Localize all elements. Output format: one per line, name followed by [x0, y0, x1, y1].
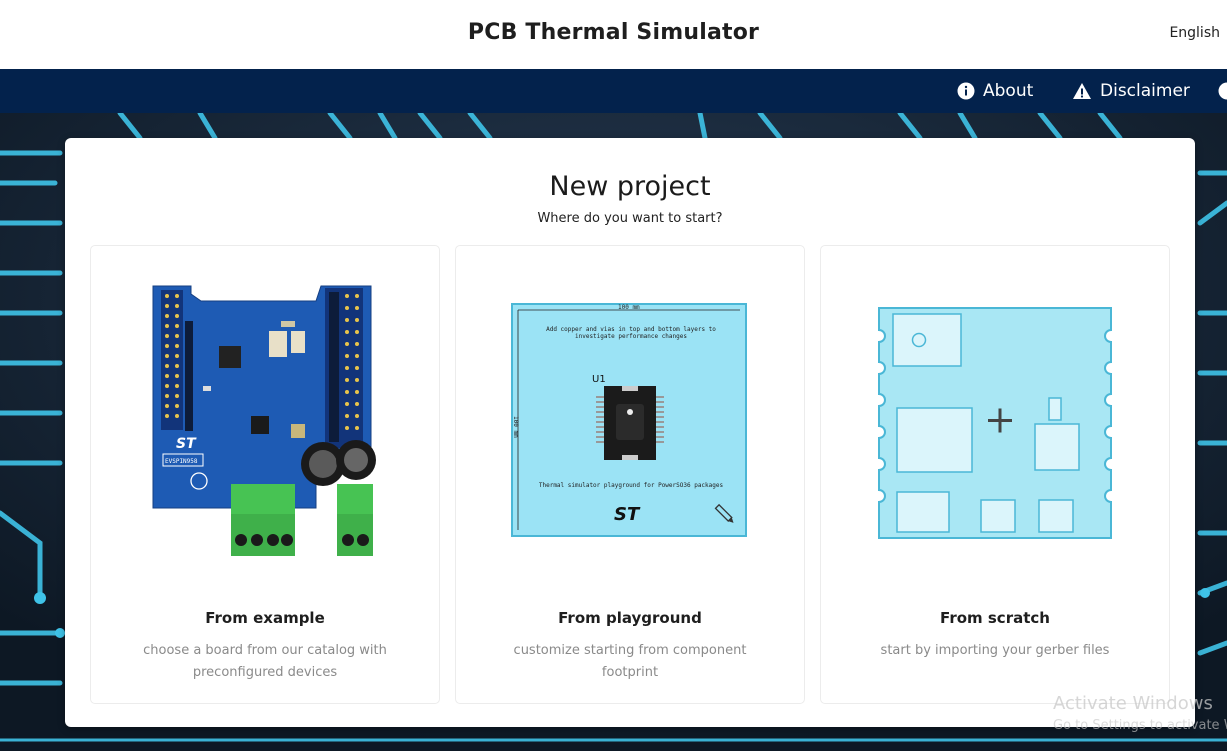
playground-width-label: 100 mm: [618, 304, 640, 311]
playground-note: Add copper and vias in top and bottom la…: [546, 326, 716, 340]
pencil-icon: [714, 503, 734, 523]
activate-windows-watermark: Activate Windows: [1053, 693, 1213, 714]
nav-about-label: About: [983, 81, 1034, 101]
plus-icon: [988, 408, 1012, 433]
card-title-scratch: From scratch: [940, 609, 1050, 627]
app-header: PCB Thermal Simulator English: [0, 0, 1227, 69]
card-from-scratch[interactable]: From scratch start by importing your ger…: [820, 245, 1170, 704]
example-board-image: ST EVSPIN958: [152, 285, 376, 556]
playground-component-label: U1: [592, 374, 606, 385]
nav-more[interactable]: [1218, 69, 1227, 113]
top-nav: About Disclaimer: [0, 69, 1227, 113]
panel-title: New project: [549, 171, 711, 202]
app-title: PCB Thermal Simulator: [467, 20, 760, 45]
card-title-example: From example: [205, 609, 325, 627]
panel-subtitle: Where do you want to start?: [537, 211, 723, 226]
card-desc-scratch: start by importing your gerber files: [880, 643, 1110, 658]
new-project-panel: New project Where do you want to start?: [65, 138, 1195, 727]
nav-about[interactable]: About: [957, 69, 1033, 113]
card-from-playground[interactable]: 100 mm 100 mm Add copper and vias in top…: [455, 245, 805, 704]
board-st-logo: ST: [176, 436, 197, 452]
playground-board-image: 100 mm 100 mm Add copper and vias in top…: [511, 303, 747, 537]
card-desc-playground: customize starting from component footpr…: [513, 643, 747, 680]
warning-icon: [1073, 83, 1091, 99]
card-from-example[interactable]: ST EVSPIN958 From example choose a board…: [90, 245, 440, 704]
help-icon: [1218, 82, 1227, 100]
board-label: EVSPIN958: [165, 458, 198, 465]
card-desc-example: choose a board from our catalog with pre…: [143, 643, 387, 680]
scratch-board-image: [878, 307, 1112, 539]
language-selector[interactable]: English: [1169, 25, 1220, 41]
card-title-playground: From playground: [558, 609, 702, 627]
playground-st-logo: ST: [614, 504, 641, 525]
nav-disclaimer[interactable]: Disclaimer: [1072, 69, 1190, 113]
playground-caption: Thermal simulator playground for PowerSO…: [538, 482, 724, 489]
info-icon: [957, 82, 975, 100]
playground-height-label: 100 mm: [512, 416, 519, 438]
nav-disclaimer-label: Disclaimer: [1100, 81, 1190, 101]
activate-windows-subtext: Go to Settings to activate Windows.: [1053, 718, 1227, 733]
